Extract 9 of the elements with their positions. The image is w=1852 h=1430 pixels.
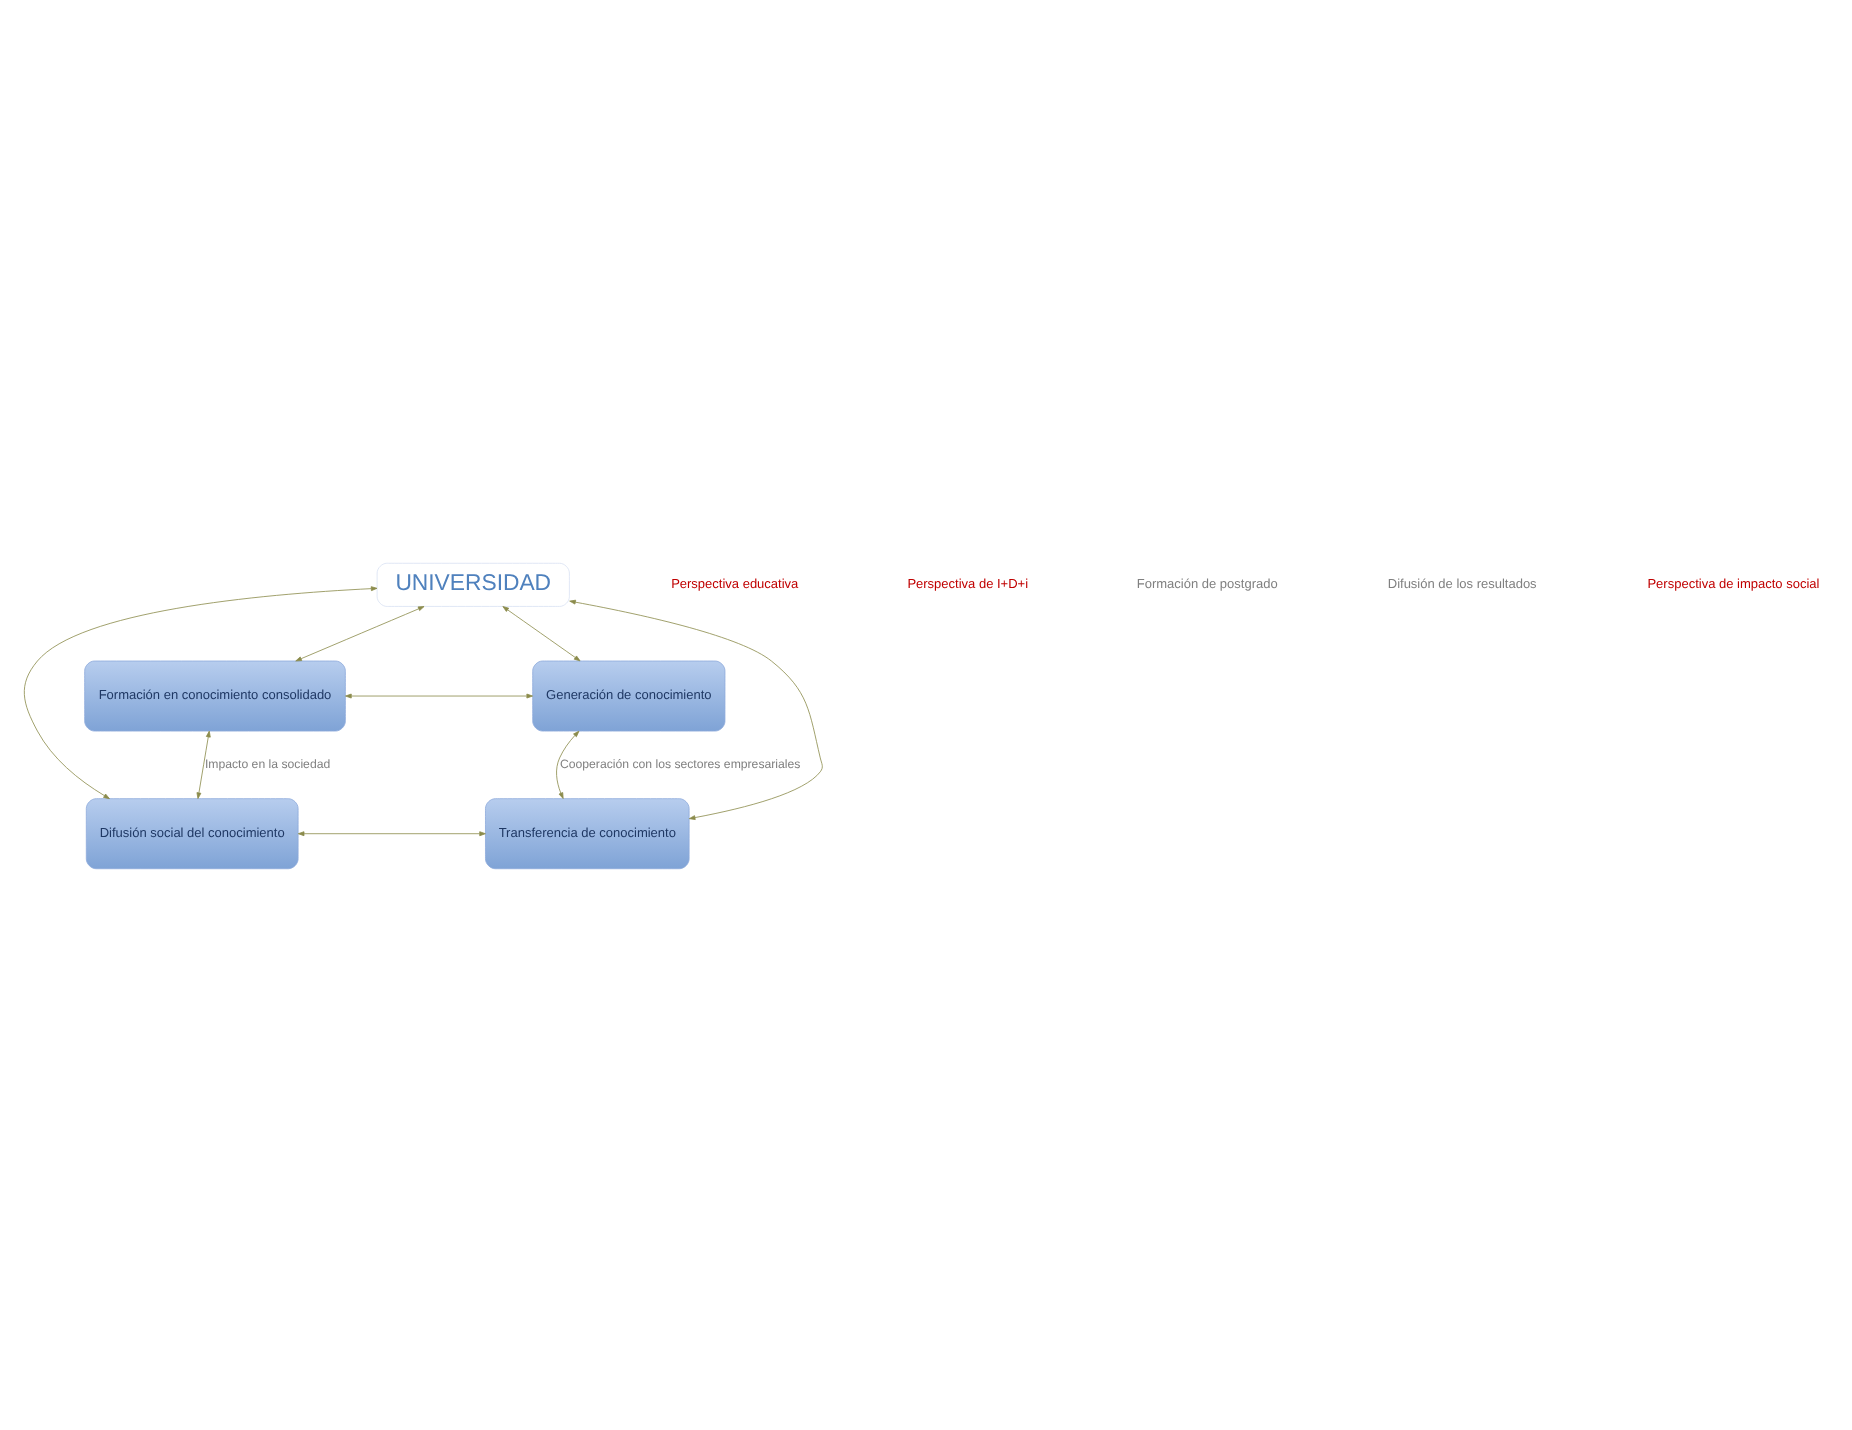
arrow [569,598,823,819]
arrow [295,605,425,661]
arrow [23,585,378,799]
arrow [502,605,581,661]
arrow [196,729,211,798]
arrow [297,830,486,836]
arrow [556,729,580,798]
node-box: UNIVERSIDAD [376,561,570,606]
arrow [345,692,533,698]
